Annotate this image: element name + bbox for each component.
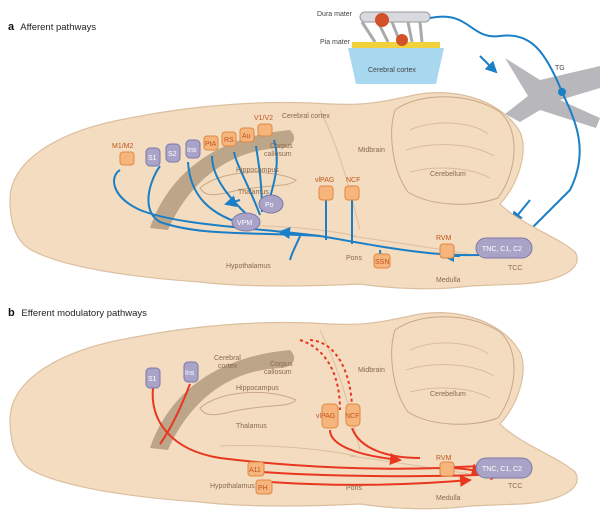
- tg-shape: [505, 58, 600, 128]
- dura-mater-label: Dura mater: [317, 11, 353, 18]
- panel-b-letter: b: [8, 307, 15, 319]
- m1m2-label: M1/M2: [112, 143, 134, 150]
- cerebral-cortex-label: Cerebral cortex: [282, 113, 330, 120]
- vlpag-node-a: [319, 186, 333, 200]
- dural-vessel: [375, 13, 389, 27]
- s1-label-b: S1: [148, 376, 157, 383]
- rvm-label-a: RVM: [436, 235, 452, 242]
- s1-label: S1: [148, 155, 157, 162]
- panel-a-title: Afferent pathways: [20, 22, 96, 33]
- s2-label: S2: [168, 151, 177, 158]
- callosum-label: callosum: [264, 151, 292, 158]
- rvm-node-a: [440, 244, 454, 258]
- medulla-label-b: Medulla: [436, 495, 461, 502]
- ncf-label-b: NCF: [345, 413, 359, 420]
- rvm-node-b: [440, 462, 454, 476]
- cerebellum-b: [392, 317, 514, 425]
- panel-a: a Afferent pathways Dura mater Pia mater…: [8, 11, 600, 289]
- vlpag-label-a: vlPAG: [315, 177, 334, 184]
- au-label: Au: [242, 133, 251, 140]
- hippocampus-label-b: Hippocampus: [236, 385, 279, 392]
- tnc-label-a: TNC, C1, C2: [482, 246, 522, 253]
- panel-a-letter: a: [8, 21, 15, 33]
- thalamus-label-b: Thalamus: [236, 423, 267, 430]
- medulla-label: Medulla: [436, 277, 461, 284]
- cerebellum-label-b: Cerebellum: [430, 391, 466, 398]
- tcc-label-b: TCC: [508, 483, 522, 490]
- cortex-block: [348, 48, 444, 84]
- afferent-arrow-meninges-to-tg: [480, 56, 496, 72]
- ph-label: PH: [258, 485, 268, 492]
- hippocampus-label: Hippocampus: [236, 167, 279, 174]
- pons-label-b: Pons: [346, 485, 362, 492]
- pons-label: Pons: [346, 255, 362, 262]
- svg-text:a Afferent pathways: a Afferent pathways: [8, 21, 96, 33]
- hypothalamus-label: Hypothalamus: [226, 263, 271, 270]
- trigeminal-ganglion: TG: [505, 58, 600, 128]
- svg-text:b Efferent modulatory pa: b Efferent modulatory pathways: [8, 307, 147, 319]
- ncf-label-a: NCF: [346, 177, 360, 184]
- a11-label: A11: [249, 467, 261, 474]
- pia-mater-label: Pia mater: [320, 39, 351, 46]
- tg-label: TG: [555, 65, 565, 72]
- midbrain-label-b: Midbrain: [358, 367, 385, 374]
- ins-label-b: Ins: [185, 370, 195, 377]
- ssn-label: SSN: [375, 259, 389, 266]
- arachnoid-trabeculae: [362, 22, 422, 42]
- pia-layer: [352, 42, 440, 48]
- vpm-label: VPM: [237, 220, 252, 227]
- pta-label: PtA: [205, 141, 217, 148]
- pial-vessel: [396, 34, 408, 46]
- cerebellum-a: [392, 97, 514, 205]
- meninges-inset: Dura mater Pia mater Cerebral cortex: [317, 11, 444, 84]
- po-label: Po: [265, 202, 274, 209]
- vlpag-label-b: vlPAG: [316, 413, 335, 420]
- cerebral-label-b: Cerebral: [214, 355, 241, 362]
- thalamus-label: Thalamus: [238, 189, 269, 196]
- panel-b: b Efferent modulatory pathways Cerebral …: [8, 307, 577, 509]
- cortex-label-b: cortex: [218, 363, 238, 370]
- panel-b-title: Efferent modulatory pathways: [21, 308, 147, 319]
- hypothalamus-label-b: Hypothalamus: [210, 483, 255, 490]
- m1m2-node: [120, 152, 134, 165]
- corpus-label: Corpus: [270, 143, 293, 150]
- ncf-node-a: [345, 186, 359, 200]
- cerebral-cortex-inset-label: Cerebral cortex: [368, 67, 416, 74]
- v1v2-label: V1/V2: [254, 115, 273, 122]
- ins-label: Ins: [187, 147, 197, 154]
- rs-label: RS: [224, 137, 234, 144]
- v1v2-node: [258, 124, 272, 136]
- callosum-label-b: callosum: [264, 369, 292, 376]
- tcc-label: TCC: [508, 265, 522, 272]
- tnc-label-b: TNC, C1, C2: [482, 466, 522, 473]
- midbrain-label: Midbrain: [358, 147, 385, 154]
- rvm-label-b: RVM: [436, 455, 452, 462]
- cerebellum-label: Cerebellum: [430, 171, 466, 178]
- corpus-label-b: Corpus: [270, 361, 293, 368]
- dura-layer: [360, 12, 430, 22]
